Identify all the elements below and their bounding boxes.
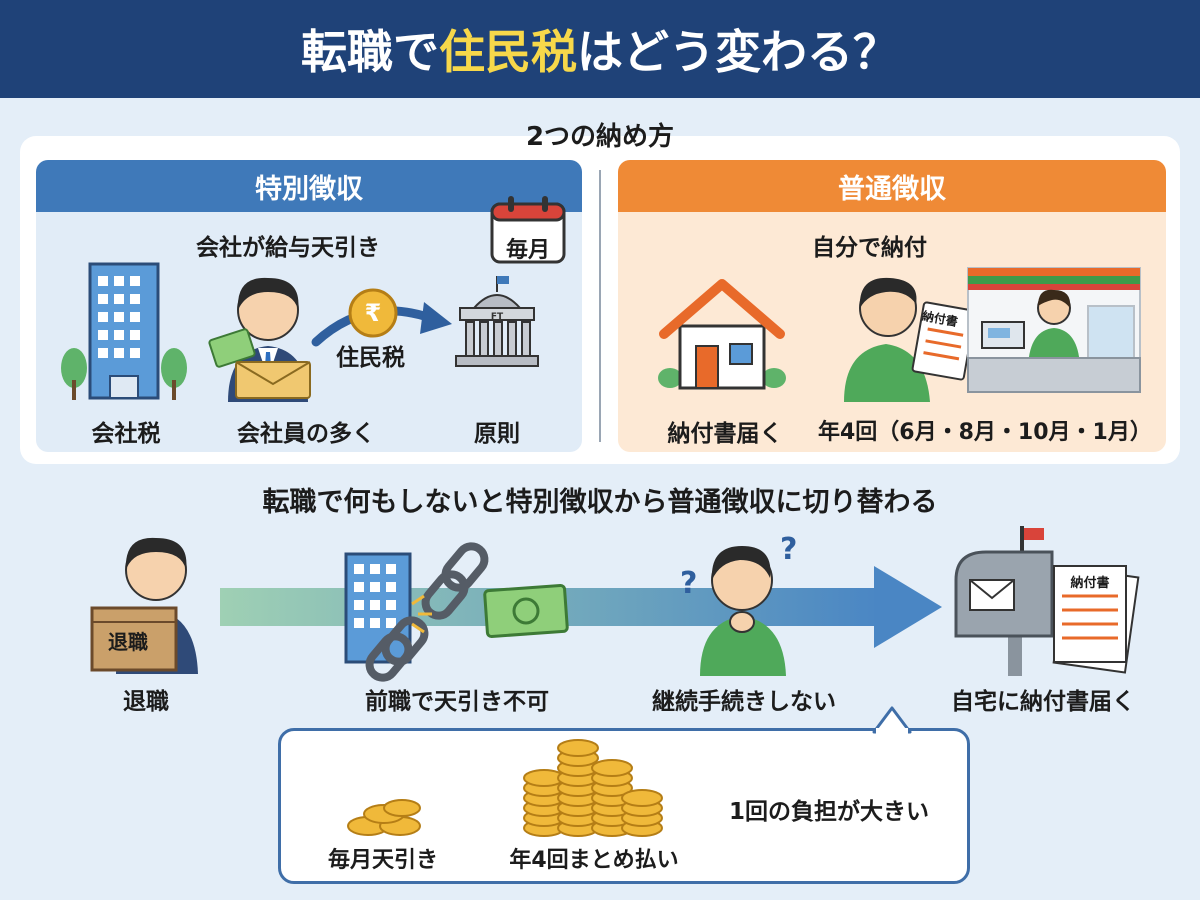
house-icon (658, 279, 786, 390)
burden-note: 1回の負担が大きい (728, 799, 929, 825)
page-header: 転職で住民税はどう変わる？ (0, 0, 1200, 98)
ordinary-label-1: 納付書届く (667, 421, 783, 447)
government-building-icon: FT (455, 276, 539, 367)
flow-arrow (220, 566, 942, 648)
special-label-3: 原則 (474, 421, 520, 447)
step-4-label: 自宅に納付書届く (951, 689, 1135, 715)
confused-person-icon (700, 546, 786, 676)
ordinary-heading: 普通徴収 (618, 160, 1166, 212)
step-1-label: 退職 (123, 689, 169, 715)
title-highlight: 住民税 (439, 25, 577, 79)
svg-text:₹: ₹ (365, 299, 382, 327)
company-building-icon (61, 262, 187, 400)
title-suffix: はどう変わる？ (577, 25, 899, 79)
ordinary-label-2: 年4回（6月・8月・10月・1月） (818, 420, 1152, 445)
special-heading: 特別徴収 (36, 160, 582, 212)
special-caption: 会社が給与天引き (196, 235, 380, 261)
monthly-deduction-label: 毎月天引き (327, 848, 438, 873)
ordinary-caption: 自分で納付 (812, 235, 927, 261)
question-mark-right: ? (780, 532, 798, 567)
methods-title: 2つの納め方 (525, 122, 675, 152)
switch-explanation-title: 転職で何もしないと特別徴収から普通徴収に切り替わる (262, 487, 938, 518)
bank-sign: FT (491, 312, 504, 322)
callout-pointer (872, 706, 912, 736)
special-label-1: 会社税 (91, 421, 161, 447)
mail-doc-label: 納付書 (1070, 576, 1110, 591)
step-3-label: 継続手続きしない (652, 689, 836, 715)
question-mark-left: ? (680, 566, 698, 601)
panel-divider (599, 170, 601, 442)
tax-flow-label: 住民税 (336, 345, 405, 371)
box-label: 退職 (108, 630, 148, 654)
coin-stacks-icon (523, 739, 663, 837)
person-with-slip-icon (844, 277, 977, 402)
title-prefix: 転職で (301, 25, 439, 79)
step-2-label: 前職で天引き不可 (365, 689, 549, 715)
mailbox-icon (954, 526, 1140, 676)
coin-icon: ₹ (348, 288, 398, 338)
calendar-icon (490, 196, 566, 264)
special-label-2: 会社員の多く (237, 421, 375, 447)
quarterly-payment-label: 年4回まとめ払い (509, 848, 679, 873)
broken-chain-icon (344, 542, 569, 682)
calendar-label: 毎月 (505, 238, 550, 263)
resigning-employee-icon (90, 537, 198, 674)
convenience-store-icon (967, 267, 1141, 393)
employee-icon (208, 277, 311, 402)
small-coins-icon (347, 799, 421, 836)
